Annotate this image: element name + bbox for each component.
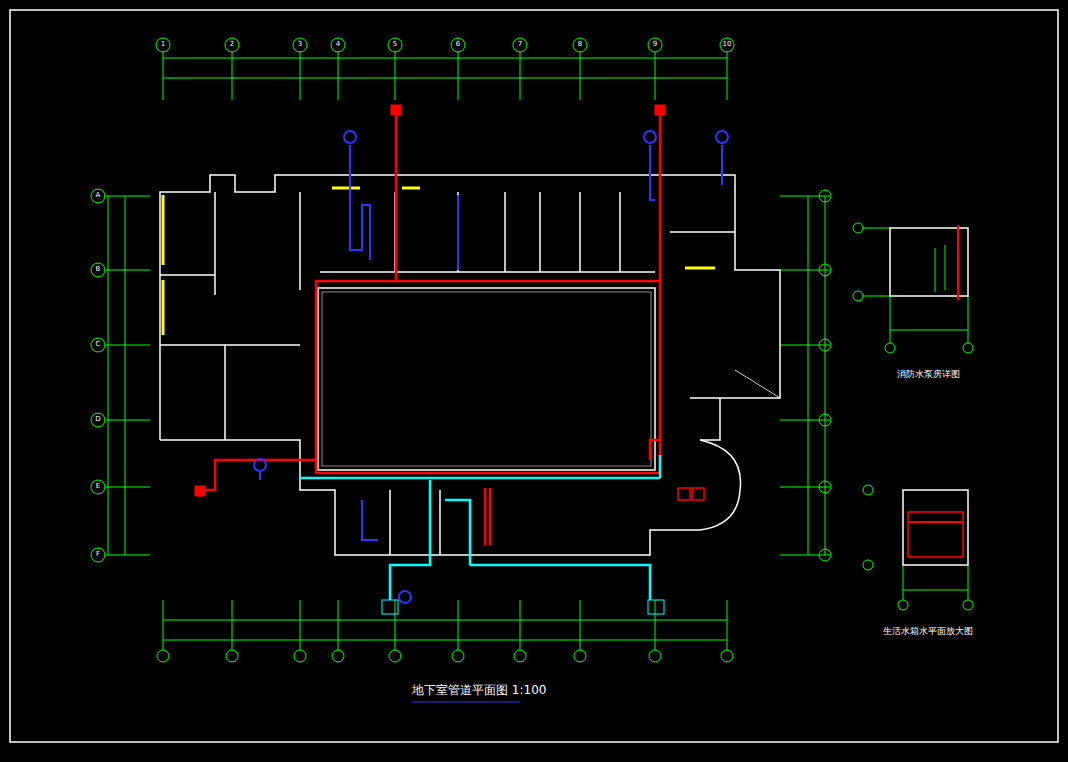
axis-number: 10: [723, 41, 732, 49]
axis-bubble: [648, 38, 662, 52]
axis-number: 4: [336, 41, 340, 49]
detail-title: 消防水泵房详图: [897, 370, 960, 380]
axis-letter: B: [96, 266, 101, 274]
axis-number: 1: [161, 41, 165, 49]
axis-letter: C: [96, 341, 101, 349]
axis-number: 7: [518, 41, 522, 49]
axis-bubble: [451, 38, 465, 52]
axis-bubble: [156, 38, 170, 52]
axis-number: 6: [456, 41, 460, 49]
drawing-title: 地下室管道平面图 1:100: [412, 684, 546, 697]
axis-letter: E: [96, 483, 100, 491]
axis-bubble: [573, 38, 587, 52]
axis-letter: A: [96, 192, 101, 200]
axis-number: 2: [230, 41, 234, 49]
axis-bubble: [331, 38, 345, 52]
axis-letter: F: [96, 551, 100, 559]
axis-number: 8: [578, 41, 582, 49]
axis-bubble: [720, 38, 734, 52]
axis-bubble: [293, 38, 307, 52]
axis-bubble: [225, 38, 239, 52]
axis-number: 3: [298, 41, 302, 49]
axis-bubble: [388, 38, 402, 52]
axis-bubble: [91, 413, 105, 427]
axis-bubble: [91, 338, 105, 352]
axis-bubble: [91, 263, 105, 277]
axis-number: 5: [393, 41, 397, 49]
detail-title: 生活水箱水平面放大图: [883, 627, 973, 637]
axis-letter: D: [95, 416, 100, 424]
axis-bubble: [91, 548, 105, 562]
axis-bubble: [91, 480, 105, 494]
axis-bubble: [513, 38, 527, 52]
axis-number: 9: [653, 41, 657, 49]
axis-bubble: [91, 189, 105, 203]
